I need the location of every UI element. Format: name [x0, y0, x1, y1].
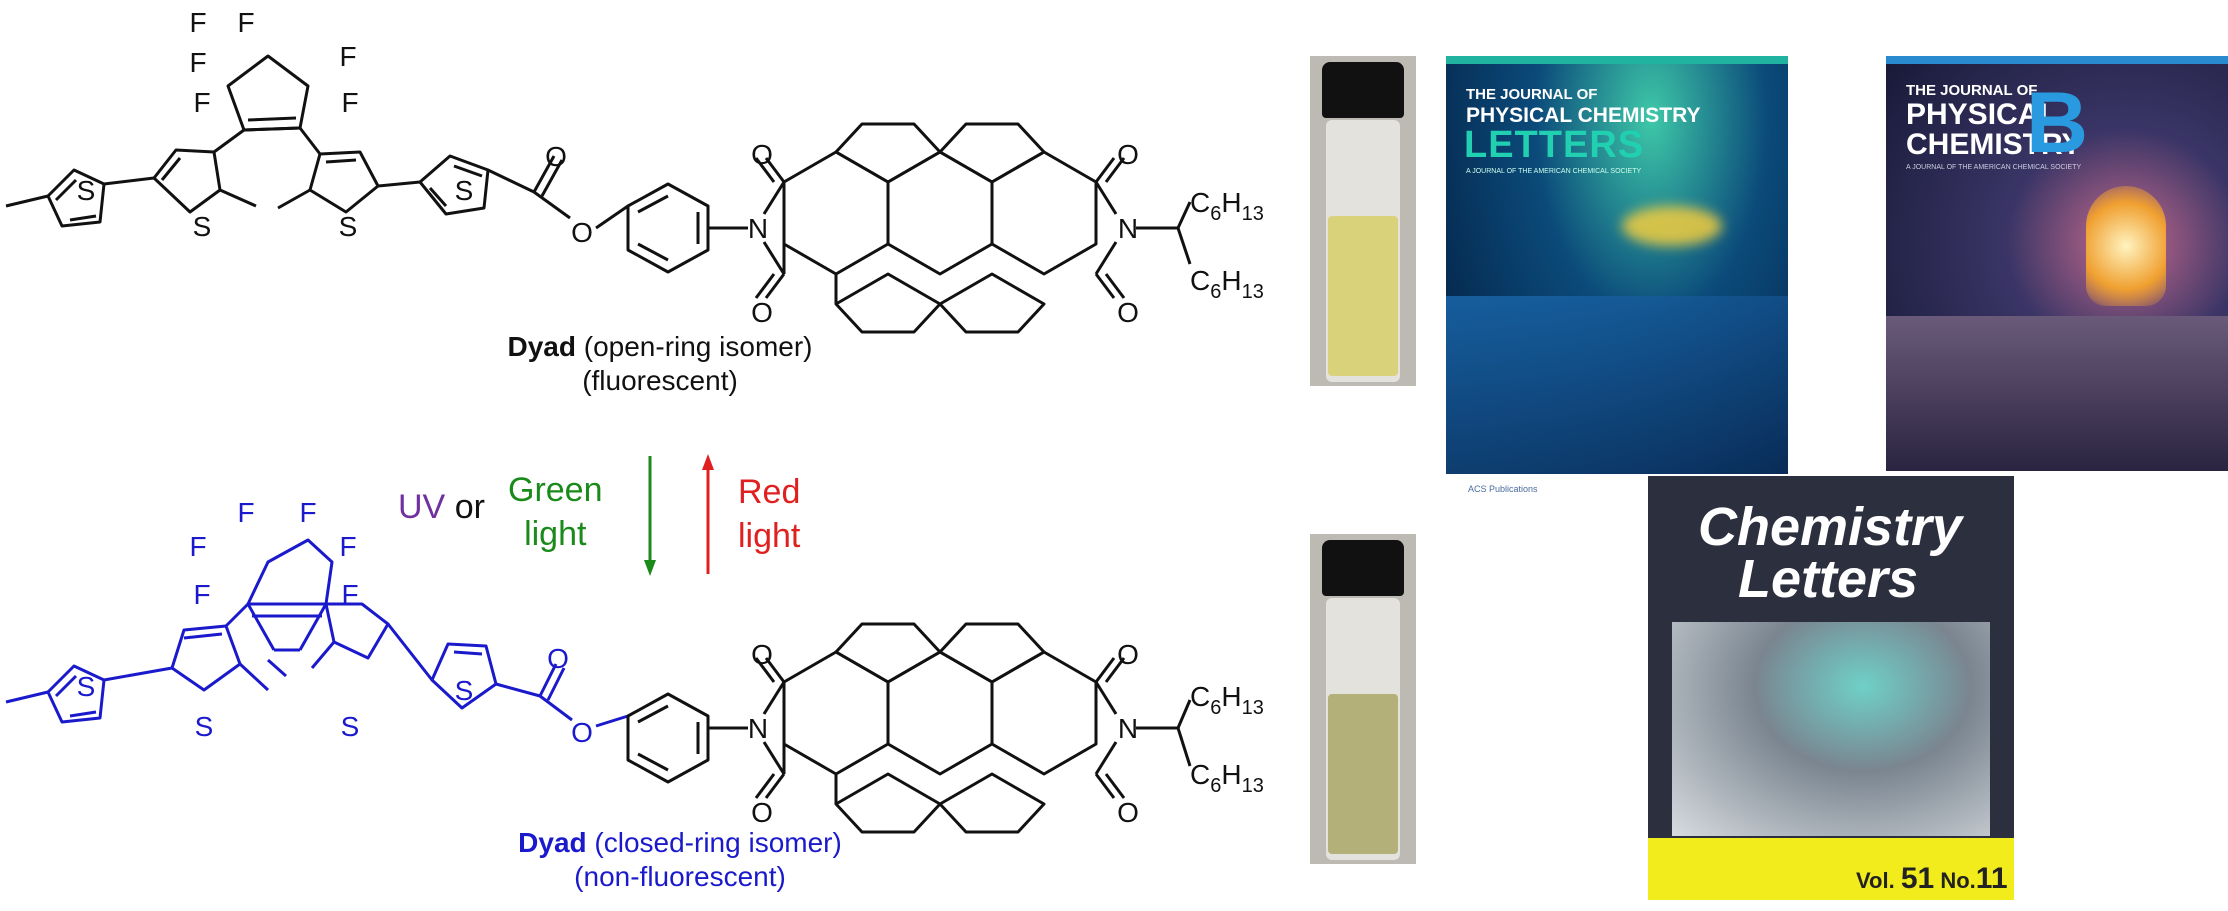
jpcb-subtitle: A JOURNAL OF THE AMERICAN CHEMICAL SOCIE…: [1906, 164, 2082, 171]
atom-S: S: [193, 211, 212, 242]
atom-N: N: [748, 213, 768, 244]
volume-label: Vol. 51 No.11 2022: [1856, 862, 2008, 900]
forward-arrowhead: [644, 560, 656, 576]
atom-F: F: [339, 41, 356, 72]
closed-ring-structure-left: [5, 538, 629, 728]
or-label: or: [454, 488, 485, 526]
cl-title-line2: Letters: [1738, 549, 1919, 609]
closed-ring-descriptor: (closed-ring isomer): [594, 827, 842, 858]
open-ring-name: Dyad: [507, 331, 576, 362]
atom-O: O: [751, 797, 773, 828]
atom-F: F: [339, 531, 356, 562]
atom-O: O: [545, 141, 567, 172]
cover-glow: [1622, 206, 1722, 246]
atom-O: O: [751, 639, 773, 670]
hexyl-group: C6H13: [1190, 265, 1264, 303]
atom-F: F: [341, 87, 358, 118]
jpcb-title-letter: B: [2026, 75, 2089, 171]
jpcb-title-line2: PHYSICAL CHEMISTRY: [1906, 98, 2082, 161]
vial-closed-photo: [1310, 534, 1416, 864]
open-ring-property: (fluorescent): [582, 365, 738, 396]
jpcl-title-line3: LETTERS: [1464, 124, 1645, 166]
cover-top-bar: [1886, 56, 2228, 64]
atom-O: O: [1117, 639, 1139, 670]
atom-S: S: [77, 671, 96, 702]
red-light-label: Red light: [738, 473, 801, 555]
atom-O: O: [547, 643, 569, 674]
atom-F: F: [189, 47, 206, 78]
vial-cap: [1322, 62, 1404, 118]
closed-ring-caption: Dyad (closed-ring isomer) (non-fluoresce…: [470, 826, 890, 894]
atom-S: S: [455, 675, 474, 706]
atom-O: O: [1117, 139, 1139, 170]
atom-O: O: [1117, 297, 1139, 328]
uv-label: UV: [398, 488, 446, 526]
structures-svg: F F F F F F S S S S O O O O O O N N C6H1…: [5, 7, 1264, 834]
atom-F: F: [193, 87, 210, 118]
vial-liquid-green: [1328, 694, 1398, 854]
periodic-table-artwork: [1886, 316, 2228, 471]
open-ring-caption: Dyad (open-ring isomer) (fluorescent): [440, 330, 880, 398]
atom-O: O: [751, 139, 773, 170]
jpcl-title-line2: PHYSICAL CHEMISTRY: [1466, 104, 1701, 127]
hexyl-group: C6H13: [1190, 681, 1264, 719]
cover-yellow-band: [1648, 838, 2014, 900]
jpcb-title-line1: THE JOURNAL OF: [1906, 82, 2038, 99]
atom-F: F: [189, 7, 206, 38]
atom-F: F: [341, 579, 358, 610]
jpcl-subtitle: A JOURNAL OF THE AMERICAN CHEMICAL SOCIE…: [1466, 168, 1642, 175]
atom-F: F: [189, 531, 206, 562]
open-ring-descriptor: (open-ring isomer): [583, 331, 813, 362]
atom-F: F: [237, 497, 254, 528]
atom-S: S: [77, 175, 96, 206]
jpcl-cover: THE JOURNAL OF PHYSICAL CHEMISTRY LETTER…: [1446, 56, 1788, 474]
vial-open-photo: [1310, 56, 1416, 386]
lantern-artwork: [2086, 186, 2166, 306]
hexyl-group: C6H13: [1190, 759, 1264, 797]
vial-liquid-yellow: [1328, 216, 1398, 376]
atom-F: F: [237, 7, 254, 38]
closed-ring-structure-right: [626, 622, 1192, 834]
hexyl-group: C6H13: [1190, 187, 1264, 225]
atom-O: O: [1117, 797, 1139, 828]
atom-F: F: [193, 579, 210, 610]
open-ring-atom-labels: F F F F F F S S S S O O O O O O N N C6H1…: [77, 7, 1264, 328]
closed-ring-name: Dyad: [518, 827, 587, 858]
atom-N: N: [1118, 713, 1138, 744]
atom-O: O: [571, 217, 593, 248]
atom-S: S: [339, 211, 358, 242]
green-light-label: Green light: [508, 471, 603, 553]
cover-top-bar: [1446, 56, 1788, 64]
chemistry-letters-cover: Chemistry Letters Vol. 51 No.11 2022: [1648, 476, 2014, 900]
closed-ring-pdi-atom-labels: O O O O N N C6H13 C6H13: [748, 639, 1264, 828]
atom-N: N: [1118, 213, 1138, 244]
jpcb-cover: THE JOURNAL OF PHYSICAL CHEMISTRY B A JO…: [1886, 56, 2228, 471]
jpcl-title-line1: THE JOURNAL OF: [1466, 86, 1598, 103]
atom-N: N: [748, 713, 768, 744]
reverse-arrowhead: [702, 454, 714, 470]
closed-ring-property: (non-fluorescent): [574, 861, 786, 892]
atom-S: S: [195, 711, 214, 742]
closed-ring-atom-labels: F F F F F F S S S S O O: [77, 497, 593, 748]
vial-cap: [1322, 540, 1404, 596]
atom-O: O: [571, 717, 593, 748]
cover-artwork: [1446, 296, 1788, 474]
acs-publications-footer: ACS Publications: [1468, 484, 1538, 494]
cl-title-line1: Chemistry: [1698, 497, 1963, 557]
open-ring-structure: [5, 54, 1192, 334]
atom-O: O: [751, 297, 773, 328]
reaction-arrows: [644, 454, 714, 576]
uv-condition: UV or: [398, 488, 485, 527]
atom-S: S: [455, 175, 474, 206]
atom-S: S: [341, 711, 360, 742]
atom-F: F: [299, 497, 316, 528]
cover-artwork: [1672, 622, 1990, 836]
